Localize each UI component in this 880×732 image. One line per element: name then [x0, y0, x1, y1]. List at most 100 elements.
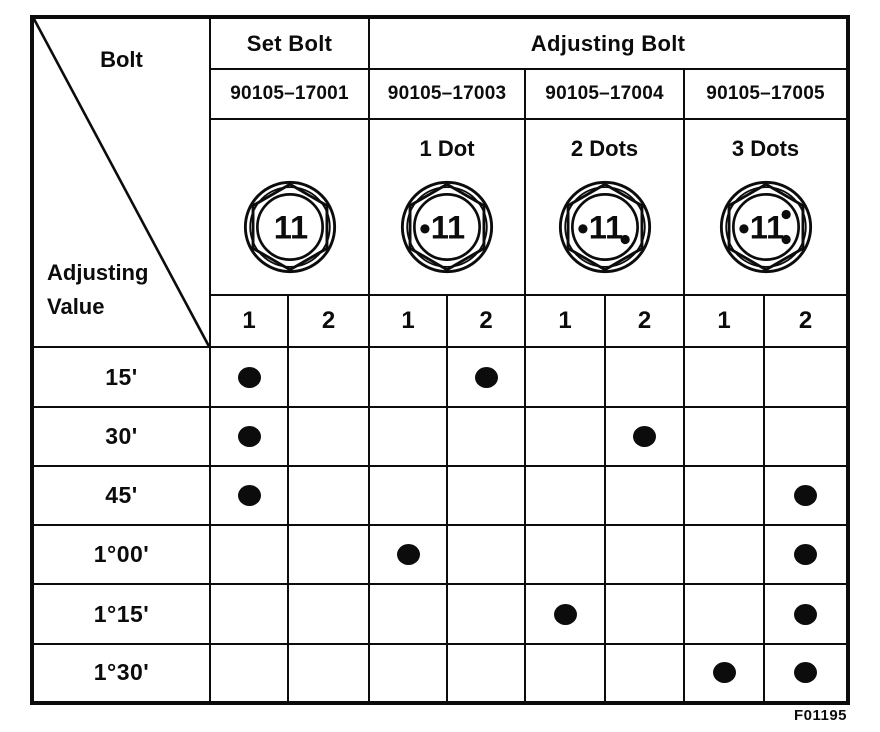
selection-dot-icon: [794, 544, 818, 566]
mark-cell: [763, 346, 850, 408]
mark-cell: [209, 346, 289, 408]
value-rows: 15'30'45'1°00'1°15'1°30': [31, 346, 850, 705]
identification-dot-icon: [420, 224, 430, 234]
mark-cell: [604, 346, 686, 408]
mark-cell: [209, 464, 289, 527]
mark-cell: [368, 524, 449, 586]
corner-cell: Bolt Adjusting Value: [31, 15, 211, 349]
bolt-selection-table: Bolt Adjusting Value Set Bolt Adjusting …: [30, 15, 851, 705]
bolt-size-marking: 11: [431, 209, 466, 246]
mark-cell: [286, 583, 371, 645]
bolt-head-wrap: 11: [686, 179, 846, 275]
mark-cell: [524, 642, 607, 705]
dot-count-label: 2 Dots: [570, 136, 639, 162]
selection-dot-icon: [633, 425, 657, 447]
mark-cell: [368, 583, 449, 645]
mark-cell: [446, 642, 527, 705]
bolt-size-marking: 11: [588, 209, 623, 246]
mark-cell: [524, 583, 607, 645]
corner-label-line1: Adjusting: [47, 260, 149, 286]
selection-dot-icon: [396, 544, 420, 566]
mark-cell: [604, 524, 686, 586]
dot-count-label: 1 Dot: [419, 136, 475, 162]
bolt-head-drawing: 11: [243, 181, 336, 274]
part-number-cell: 90105–17005: [683, 68, 850, 121]
selection-dot-icon: [794, 485, 818, 507]
part-number-cell: 90105–17001: [208, 68, 371, 121]
mark-cell: [524, 346, 607, 408]
mark-cell: [524, 524, 607, 586]
part-number-cell: 90105–17003: [368, 68, 527, 121]
mark-cell: [446, 464, 527, 527]
adjusting-bolt-group-header: Adjusting Bolt: [368, 15, 850, 71]
mark-cell: [286, 464, 371, 527]
mark-cell: [446, 524, 527, 586]
identification-dot-icon: [577, 224, 588, 234]
mark-cell: [524, 405, 607, 467]
adjusting-value-label: 45': [31, 464, 211, 527]
bolt-head-wrap: 11: [371, 179, 523, 275]
value-row: 45': [31, 464, 850, 527]
adjusting-value-label: 1°15': [31, 583, 211, 645]
adjusting-value-label: 1°00': [31, 524, 211, 586]
bolt-head-wrap: 11: [212, 179, 367, 275]
mark-cell: [763, 464, 850, 527]
value-row: 1°30': [31, 642, 850, 705]
mark-cell: [683, 405, 766, 467]
mark-cell: [683, 524, 766, 586]
bolt-head-drawing: 11: [558, 181, 651, 274]
corner-label-adjusting-value: Adjusting Value: [47, 256, 148, 324]
mark-cell: [368, 346, 449, 408]
bolt-size-marking: 11: [273, 209, 308, 246]
subcolumn-header: 2: [604, 294, 686, 349]
subcolumn-header: 1: [683, 294, 766, 349]
mark-cell: [604, 642, 686, 705]
selection-dot-icon: [553, 603, 577, 625]
value-row: 1°00': [31, 524, 850, 586]
selection-dot-icon: [794, 662, 818, 684]
dot-count-label: [212, 136, 367, 163]
subcolumn-header: 1: [524, 294, 607, 349]
bolt-head-drawing: 11: [719, 181, 812, 274]
mark-cell: [524, 464, 607, 527]
corner-label-line2: Value: [47, 294, 105, 320]
mark-cell: [209, 642, 289, 705]
mark-cell: [209, 405, 289, 467]
mark-cell: [209, 583, 289, 645]
mark-cell: [286, 405, 371, 467]
mark-cell: [763, 405, 850, 467]
bolt-image-cell: 3 Dots 11: [683, 118, 850, 297]
bolt-head-drawing: 11: [400, 181, 494, 274]
mark-cell: [286, 642, 371, 705]
selection-dot-icon: [237, 425, 261, 447]
mark-cell: [604, 405, 686, 467]
figure-code: F01195: [793, 707, 847, 724]
mark-cell: [763, 583, 850, 645]
identification-dot-icon: [620, 235, 630, 245]
selection-dot-icon: [474, 366, 498, 388]
mark-cell: [683, 583, 766, 645]
mark-cell: [683, 642, 766, 705]
subcolumn-header: 2: [286, 294, 371, 349]
subcolumn-header: 2: [446, 294, 527, 349]
mark-cell: [683, 464, 766, 527]
identification-dot-icon: [738, 224, 749, 234]
selection-dot-icon: [237, 366, 261, 388]
dot-count-label: 3 Dots: [731, 136, 800, 162]
identification-dot-icon: [781, 210, 791, 220]
mark-cell: [446, 405, 527, 467]
bolt-image-cell: 1 Dot 11: [368, 118, 527, 297]
selection-dot-icon: [712, 662, 736, 684]
mark-cell: [604, 583, 686, 645]
mark-cell: [368, 642, 449, 705]
mark-cell: [763, 642, 850, 705]
subcolumn-header: 1: [368, 294, 449, 349]
adjusting-value-label: 1°30': [31, 642, 211, 705]
mark-cell: [368, 464, 449, 527]
bolt-image-cell: 2 Dots 11: [524, 118, 686, 297]
part-number-cell: 90105–17004: [524, 68, 686, 121]
diagonal-divider-line: [34, 19, 209, 346]
selection-dot-icon: [794, 603, 818, 625]
mark-cell: [209, 524, 289, 586]
